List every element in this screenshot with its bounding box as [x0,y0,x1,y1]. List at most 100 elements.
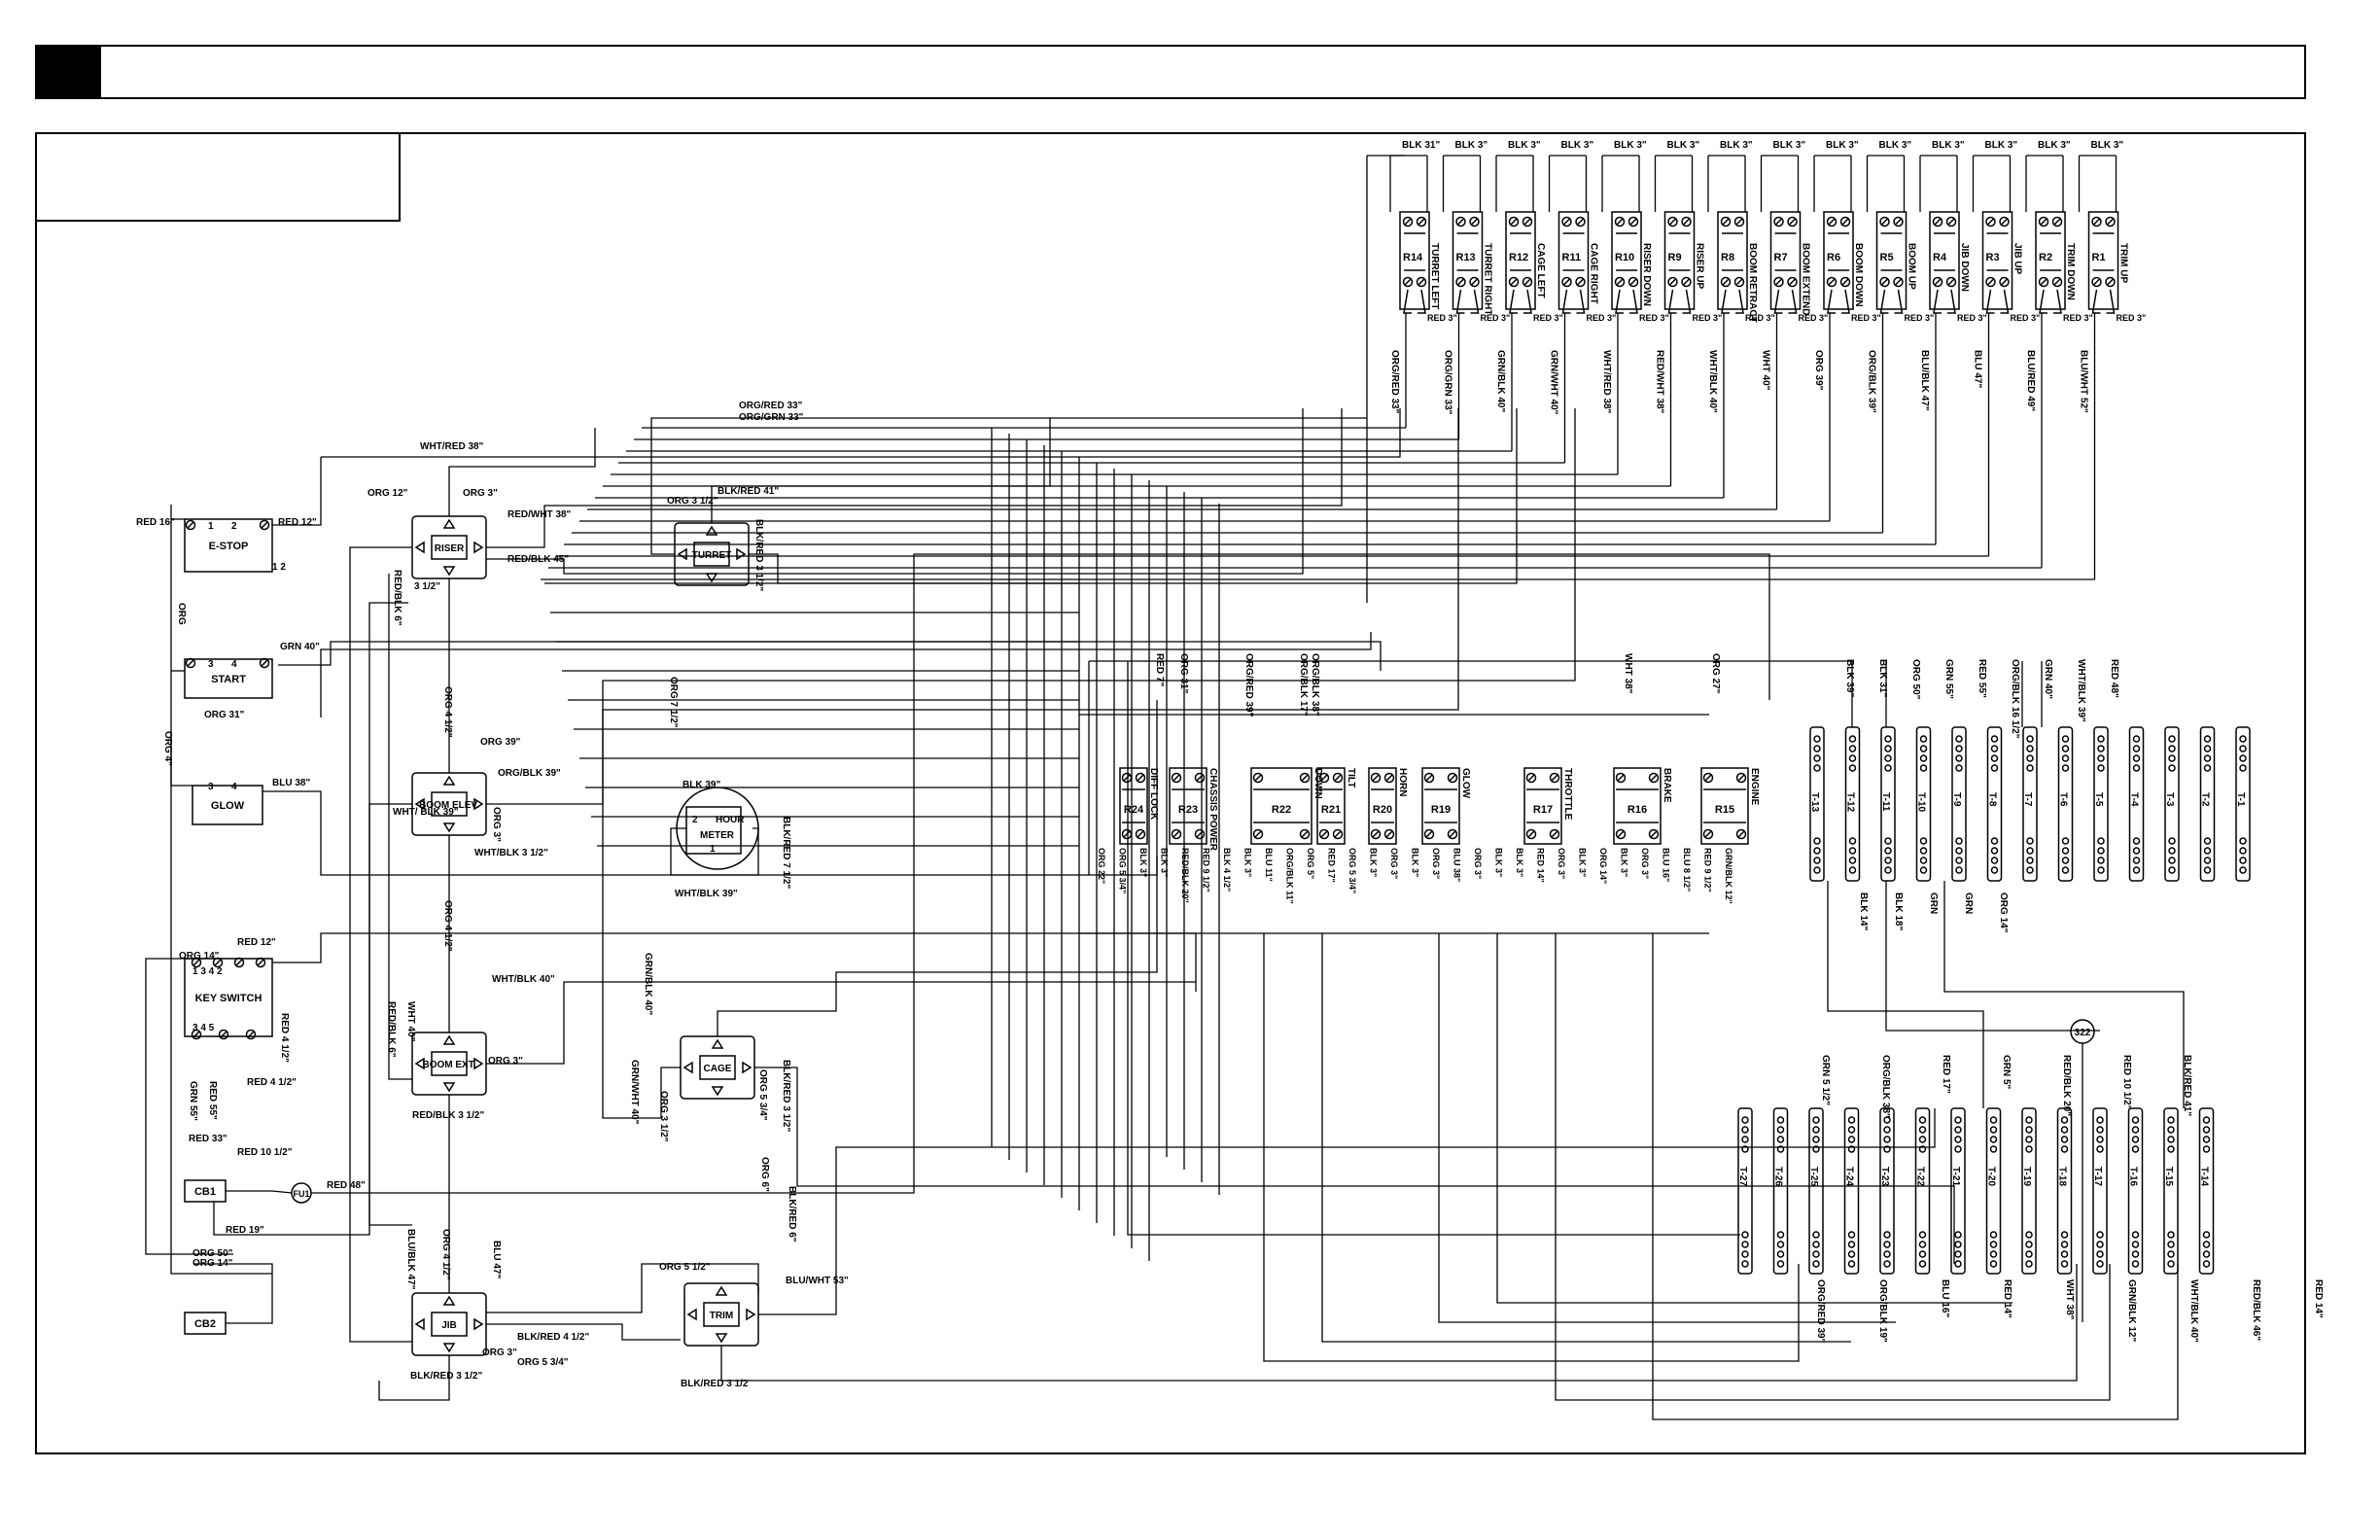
hour-meter-face [685,806,742,855]
terminal-bottom-strip-bottom-wire: WHT/BLK 40" [2188,1279,2199,1343]
screw-terminal [185,657,196,669]
wire [717,856,1158,1036]
terminal-t-14-label: T-14 [2199,1167,2210,1186]
relay-jumper-label: RED 3" [1851,313,1881,323]
terminal-t-3 [2164,726,2180,882]
relay-r1-body [2087,211,2119,310]
middle-top-wire-label: ORG/BLK 38" [1310,653,1320,717]
screw-terminal [1681,276,1692,288]
relay-jumper-label: RED 3" [1427,313,1457,323]
wire [213,602,408,1236]
relay-r22-body [1250,767,1312,845]
relay-r19 [1421,767,1460,845]
left-wire-org31: ORG 31" [204,710,245,720]
relay-r14-function: TURRET LEFT [1429,243,1440,309]
relay-r24-body [1119,767,1148,845]
terminal-t-3-label: T-3 [2164,792,2175,807]
screw-terminal [1999,216,2010,228]
relay-r10-body [1611,211,1642,310]
relay-r1-feed-wire: BLK 3" [2091,140,2124,151]
center-wire-org12: ORG 12" [368,488,408,499]
relay-r24 [1119,767,1148,845]
screw-terminal [1402,276,1414,288]
left-wire-org4: ORG 4" [162,731,173,766]
wire [226,1190,293,1194]
left-wire-red16: RED 16" [136,517,175,528]
left-wire-red12a: RED 12" [278,517,317,528]
terminal-top-wire-label: ORG 50" [1910,659,1921,700]
screw-terminal [1455,276,1466,288]
terminal-t-15-body [2163,1107,2179,1275]
screw-terminal [1615,828,1627,840]
screw-terminal [1549,772,1560,784]
terminal-t-10-body [1915,726,1932,882]
center-wire-blu_wht53: BLU/WHT 53" [786,1276,849,1286]
trim-control-label: TRIM [710,1311,733,1321]
relay-r2-output-wire: BLU/RED 49" [2025,350,2036,411]
screw-terminal [1826,276,1838,288]
middle-bottom-wire-label: BLU 16" [1662,848,1671,882]
wire [650,417,1367,555]
terminal-t-21-body [1950,1107,1966,1275]
screw-terminal [1615,772,1627,784]
terminal-t-7-body [2022,726,2038,882]
left-wire-red4half2: RED 4 1/2" [247,1077,297,1088]
wire [1555,933,2111,1401]
estop-pins: 1 2 [272,562,286,573]
left-wire-red55: RED 55" [207,1081,218,1120]
terminal-bottom-strip-top-wire: GRN 5 1/2" [1820,1055,1831,1105]
screw-terminal [1508,276,1520,288]
relay-r2-label: R2 [2039,252,2052,263]
middle-bottom-wire-label: BLK 3" [1515,848,1524,877]
relay-jumper-label: RED 3" [1957,313,1987,323]
relay-r11 [1558,211,1590,314]
hour-meter-pin-2: 2 [692,815,698,825]
screw-terminal [1423,772,1435,784]
terminal-t-2-body [2199,726,2216,882]
left-wire-org14: ORG 14" [179,951,220,962]
relay-r3-output-wire: BLU 47" [1973,350,1983,388]
relay-r23-label: R23 [1178,804,1198,816]
relay-r14-output-wire: ORG/RED 33" [1389,350,1400,414]
center-wire-org5half: ORG 5 1/2" [659,1262,711,1273]
marker-322 [2070,1019,2095,1044]
screw-terminal [1135,772,1146,784]
terminal-t-15 [2163,1107,2179,1275]
terminal-t-6 [2057,726,2074,882]
terminal-t-11-body [1880,726,1896,882]
hour-meter-label-2: METER [700,830,735,841]
middle-bottom-wire-label: BLK 3" [1620,848,1629,877]
center-wire-blk_red4half: BLK/RED 4 1/2" [517,1332,589,1343]
terminal-top-wire-label: RED 48" [2109,659,2119,698]
relay-r2 [2035,211,2066,314]
relay-r3-body [1981,211,2013,310]
middle-bottom-wire-label: ORG 3" [1640,848,1650,879]
cb1 [184,1179,227,1203]
terminal-t-20-body [1985,1107,2002,1275]
relay-r21-body [1316,767,1346,845]
relay-r21-label: R21 [1321,804,1341,816]
center-wire-org3a: ORG 3" [463,488,498,499]
relay-r4-label: R4 [1933,252,1947,263]
terminal-top-wire-label: GRN 55" [1943,659,1954,699]
left-wire-grn55: GRN 55" [188,1081,198,1121]
relay-jumper-label: RED 3" [2063,313,2093,323]
terminal-t-19-body [2021,1107,2037,1275]
relay-r5-function: BOOM UP [1907,243,1917,290]
center-wire-org4half_c: ORG 4 1/2" [440,1229,451,1280]
terminal-t-26-body [1772,1107,1789,1275]
relay-r19-body [1421,767,1460,845]
wire [758,1108,1936,1315]
screw-terminal [259,657,270,669]
wire [486,981,1196,1065]
terminal-t-7-label: T-7 [2022,792,2033,807]
screw-terminal [212,957,224,968]
center-wire-wht_blk39b: WHT/BLK 39" [675,889,738,899]
middle-top-wire-label: ORG/RED 39" [1243,653,1254,718]
center-wire-red_blk6a: RED/BLK 6" [392,570,402,626]
screw-terminal [1135,828,1146,840]
cage-control-label: CAGE [704,1064,732,1074]
center-wire-org3d: ORG 3" [482,1348,517,1358]
screw-terminal [1575,216,1586,228]
